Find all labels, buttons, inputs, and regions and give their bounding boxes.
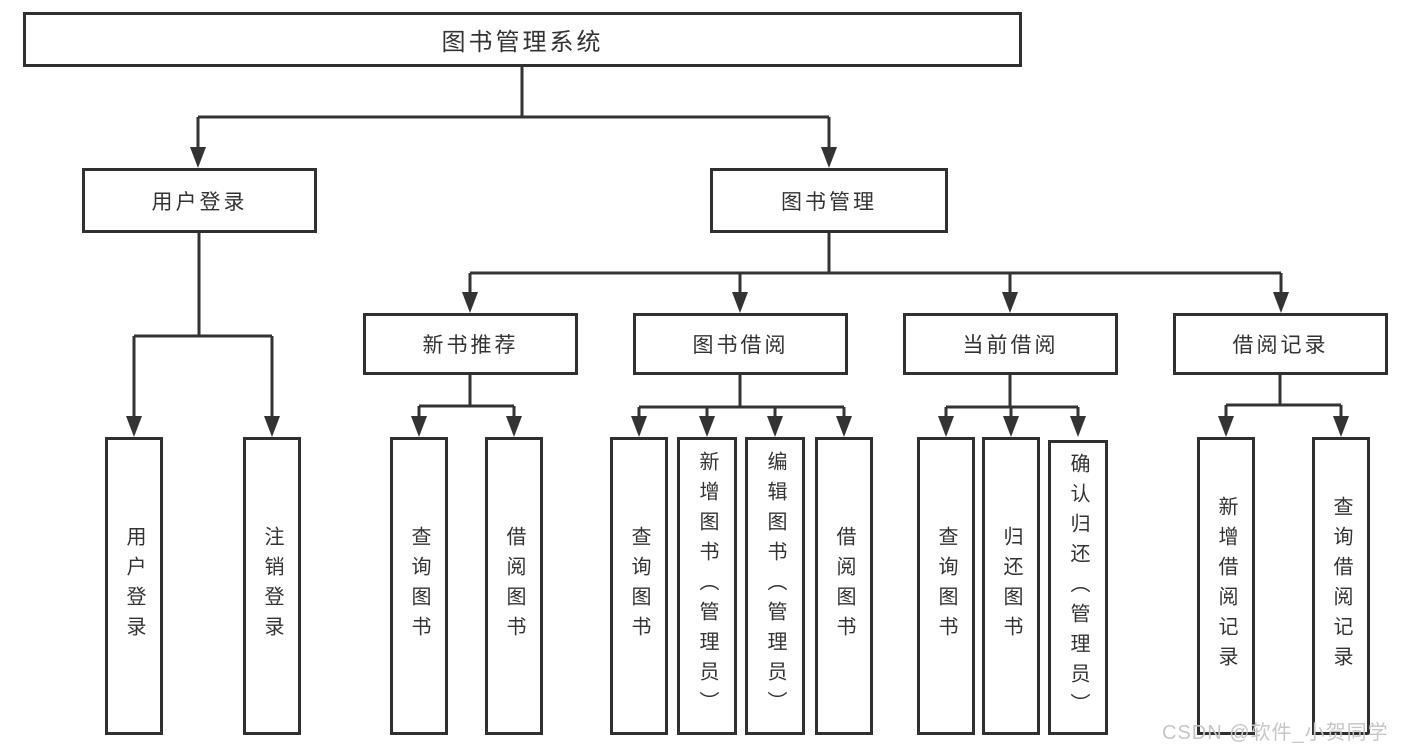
leaf-confirm-return-admin: 确认归还（管理员） (1048, 440, 1108, 735)
leaf-add-books-admin: 新增图书（管理员） (677, 437, 737, 735)
leaf-query-books-recommend: 查询图书 (390, 437, 448, 735)
node-new-book-recommendation: 新书推荐 (363, 313, 578, 375)
node-book-management: 图书管理 (710, 168, 948, 233)
node-current-borrowing: 当前借阅 (903, 313, 1118, 375)
leaf-add-borrow-record: 新增借阅记录 (1197, 437, 1255, 735)
leaf-query-books-current: 查询图书 (917, 437, 975, 735)
node-borrowing-records: 借阅记录 (1173, 313, 1388, 375)
node-user-login: 用户登录 (82, 168, 317, 233)
leaf-logout: 注销登录 (243, 437, 301, 735)
leaf-return-books: 归还图书 (982, 437, 1040, 735)
csdn-watermark: CSDN @软件_小贺同学 (1162, 722, 1389, 744)
node-library-management-system: 图书管理系统 (23, 12, 1022, 67)
leaf-user-login: 用户登录 (105, 437, 163, 735)
leaf-query-borrow-record: 查询借阅记录 (1312, 437, 1370, 735)
leaf-borrow-books: 借阅图书 (815, 437, 873, 735)
leaf-query-books-borrow: 查询图书 (610, 437, 668, 735)
node-book-borrowing: 图书借阅 (633, 313, 848, 375)
leaf-borrow-books-recommend: 借阅图书 (485, 437, 543, 735)
leaf-edit-books-admin: 编辑图书（管理员） (745, 437, 805, 735)
